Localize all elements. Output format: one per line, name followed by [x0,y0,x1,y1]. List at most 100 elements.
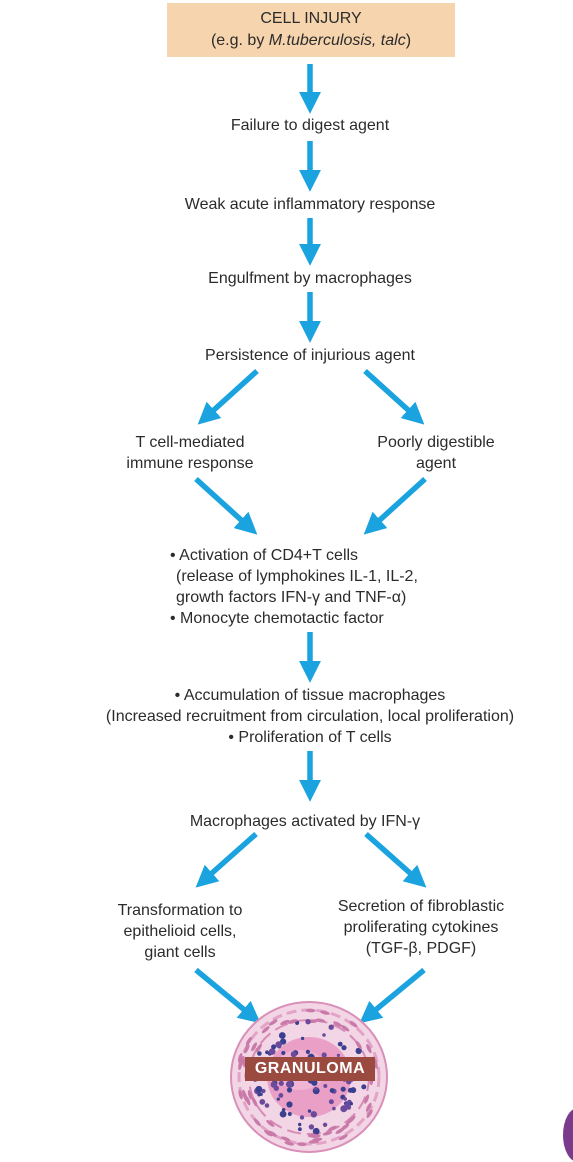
step-persistence: Persistence of injurious agent [205,347,415,364]
fibroblast-cell [307,1133,318,1138]
cell-injury-title: CELL INJURY [260,10,362,27]
fibroblast-cell [335,1128,345,1134]
cell-nucleus [308,1124,315,1130]
cell-nucleus [347,1087,353,1093]
arrow-diagonal-icon [363,368,425,425]
fibroblast-cell [268,1019,278,1026]
cell-nucleus [287,1112,292,1116]
cell-nucleus [355,1047,362,1055]
cell-nucleus [259,1099,266,1105]
step-transformation: Transformation to epithelioid cells, gia… [117,902,243,961]
cell-nucleus [270,1081,277,1088]
fibroblast-cell [264,1129,273,1137]
cell-nucleus [286,1101,293,1108]
cell-nucleus [281,1108,286,1112]
fibroblast-cell [365,1102,372,1112]
cell-nucleus [285,1080,293,1088]
cell-nucleus [328,1024,334,1030]
fibroblast-cell [333,1021,343,1027]
step-weak-inflammatory: Weak acute inflammatory response [184,196,436,213]
fibroblast-cell [237,1052,243,1063]
step-engulfment: Engulfment by macrophages [208,270,412,287]
cell-nucleus [361,1084,367,1090]
cell-nucleus [275,1041,283,1048]
fibroblast-cell [349,1020,358,1028]
fibroblast-cell [345,1117,354,1125]
arrow-diagonal-icon [359,967,426,1024]
fibroblast-cell [320,1010,330,1015]
cell-nucleus [336,1053,340,1057]
step-failure-to-digest: Failure to digest agent [230,117,390,134]
fibroblast-cell [251,1097,258,1107]
fibroblast-cell [296,1142,307,1147]
fibroblast-cell [244,1044,250,1054]
cell-nucleus [349,1102,353,1106]
cell-nucleus [276,1097,280,1101]
fibroblast-cell [238,1060,243,1071]
cell-nucleus [261,1088,266,1094]
fibroblast-cell [340,1024,350,1032]
cell-nucleus [281,1050,286,1056]
cell-nucleus [343,1097,348,1101]
cell-injury-box: CELL INJURY (e.g. by M.tuberculosis, tal… [167,3,455,57]
fibroblast-cell [268,1130,277,1137]
arrow-diagonal-icon [194,476,258,535]
edge-decoration [563,1108,573,1162]
fibroblast-cell [327,1125,338,1131]
cell-nucleus [305,1049,310,1054]
cell-nucleus [332,1106,336,1111]
cell-nucleus [322,1122,328,1128]
cell-nucleus [340,1086,346,1092]
cell-nucleus [286,1087,293,1093]
fibroblast-cell [255,1043,262,1053]
step-poorly-digestible: Poorly digestible agent [377,434,495,472]
cell-nucleus [312,1127,320,1135]
cell-nucleus [271,1044,277,1050]
fibroblast-cell [284,1141,295,1146]
step-activation-cd4: • Activation of CD4+T cells (release of … [170,547,418,627]
cell-nucleus [279,1110,287,1118]
arrow-diagonal-icon [363,476,427,535]
fibroblast-cell [287,1019,298,1024]
fibroblast-cell [266,1119,275,1127]
fibroblast-cell [366,1109,373,1119]
fibroblast-cell [253,1118,261,1127]
cell-nucleus [337,1041,343,1047]
fibroblast-cell [243,1092,248,1102]
cell-nucleus [341,1045,347,1051]
cell-nucleus [329,1088,335,1093]
step-tcell-mediated: T cell-mediated immune response [126,434,254,472]
fibroblast-cell [245,1036,252,1046]
cell-nucleus [255,1085,263,1093]
cell-nucleus [323,1084,328,1088]
fibroblast-cell [338,1134,348,1141]
fibroblast-cell [312,1137,323,1142]
cell-nucleus [300,1036,305,1041]
cell-nucleus [311,1079,318,1086]
step-secretion-cytokines: Secretion of fibroblastic proliferating … [337,898,505,957]
cell-nucleus [298,1127,302,1132]
cell-nucleus [268,1048,276,1055]
arrow-diagonal-icon [195,831,258,888]
fibroblast-cell [355,1040,362,1050]
cell-nucleus [257,1051,262,1056]
fibroblast-cell [280,1019,290,1025]
arrow-diagonal-icon [194,967,261,1024]
cell-nucleus [290,1051,297,1058]
step-accumulation-macrophages: • Accumulation of tissue macrophages (In… [105,687,515,746]
arrow-diagonal-icon [197,368,259,425]
cell-nucleus [278,1080,284,1086]
fibroblast-cell [251,1042,258,1052]
fibroblast-cell [238,1089,243,1100]
cell-nucleus [298,1122,302,1127]
step-macrophages-activated: Macrophages activated by IFN-γ [189,813,421,830]
cell-nucleus [307,1109,312,1113]
cell-nucleus [310,1111,317,1118]
fibroblast-cell [261,1026,270,1034]
cell-nucleus [314,1086,318,1091]
granuloma-label: GRANULOMA [245,1057,375,1081]
cell-nucleus [305,1019,311,1025]
cell-injury-example: (e.g. by M.tuberculosis, talc) [210,32,412,49]
fibroblast-cell [247,1090,253,1100]
